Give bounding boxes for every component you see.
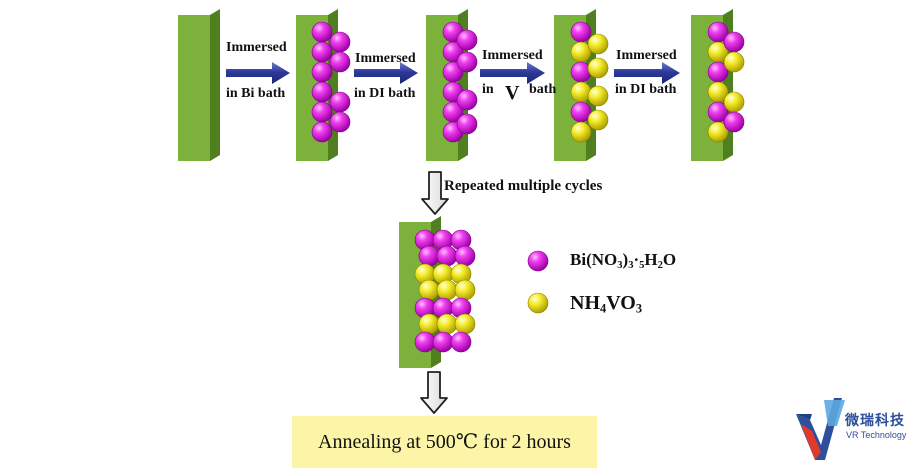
legend-bi-sphere	[527, 250, 549, 272]
plate5-outer-v-sphere	[723, 91, 745, 113]
step-3-label-line2: in	[482, 82, 494, 97]
plate4-outer-v-sphere	[587, 33, 609, 55]
plate2-outer-bi-sphere	[329, 31, 351, 53]
vr-technology-logo-icon	[796, 398, 845, 460]
plate5-inner-v-sphere	[707, 121, 729, 143]
annealing-box: Annealing at 500℃ for 2 hours	[292, 416, 597, 468]
plate4-outer-v-sphere	[587, 109, 609, 131]
plate2-inner-bi-sphere	[311, 121, 333, 143]
final-layer-v-sphere	[454, 313, 476, 335]
plate3-outer-bi-sphere	[456, 89, 478, 111]
plate4-inner-bi-sphere	[570, 61, 592, 83]
final-layer-v-sphere	[418, 313, 440, 335]
legend-nh4vo3-label: NH4VO3	[570, 292, 643, 316]
step-4-label-line2: in DI bath	[615, 82, 677, 97]
logo-name: 微瑞科技	[845, 413, 905, 429]
substrate-plate-1	[178, 9, 220, 161]
step-3-label-line1: Immersed	[482, 48, 543, 63]
plate5-outer-bi-sphere	[723, 111, 745, 133]
plate4-inner-v-sphere	[570, 121, 592, 143]
down-arrow-anneal	[420, 371, 448, 414]
plate2-outer-bi-sphere	[329, 51, 351, 73]
final-layer-bi-sphere	[432, 331, 454, 353]
plate3-outer-bi-sphere	[456, 29, 478, 51]
plate4-inner-bi-sphere	[570, 21, 592, 43]
plate2-inner-bi-sphere	[311, 101, 333, 123]
plate2-outer-bi-sphere	[329, 91, 351, 113]
plate4-inner-v-sphere	[570, 81, 592, 103]
plate3-outer-bi-sphere	[456, 113, 478, 135]
final-layer-bi-sphere	[418, 245, 440, 267]
plate4-outer-v-sphere	[587, 85, 609, 107]
annealing-label: Annealing at 500℃ for 2 hours	[318, 431, 571, 453]
final-layer-bi-sphere	[450, 331, 472, 353]
final-layer-v-sphere	[454, 279, 476, 301]
logo-subtitle: VR Technology	[846, 430, 907, 440]
down-arrow-repeat	[421, 171, 449, 215]
legend-bi-label: Bi(NO3)3·5H2O	[570, 250, 677, 271]
step-1-label-line1: Immersed	[226, 40, 287, 55]
step-1-label-line2: in Bi bath	[226, 86, 286, 101]
final-layer-v-sphere	[436, 313, 458, 335]
arrow-to-di-bath-1	[354, 62, 418, 84]
plate5-outer-v-sphere	[723, 51, 745, 73]
step-4-label-line1: Immersed	[616, 48, 677, 63]
arrow-to-v-bath	[480, 62, 545, 84]
step-3-v-letter: V	[505, 82, 520, 104]
arrow-to-di-bath-2	[614, 62, 680, 84]
repeat-cycles-label: Repeated multiple cycles	[444, 178, 603, 194]
final-layer-bi-sphere	[414, 331, 436, 353]
plate2-inner-bi-sphere	[311, 21, 333, 43]
final-layer-v-sphere	[436, 279, 458, 301]
final-layer-bi-sphere	[454, 245, 476, 267]
arrow-to-bi-bath	[226, 62, 290, 84]
plate5-outer-bi-sphere	[723, 31, 745, 53]
plate2-inner-bi-sphere	[311, 41, 333, 63]
final-layer-v-sphere	[418, 279, 440, 301]
step-3-label-line2-tail: bath	[529, 82, 557, 97]
step-2-label-line1: Immersed	[355, 51, 416, 66]
legend-v-sphere	[527, 292, 549, 314]
plate2-inner-bi-sphere	[311, 81, 333, 103]
plate3-outer-bi-sphere	[456, 51, 478, 73]
plate2-inner-bi-sphere	[311, 61, 333, 83]
step-2-label-line2: in DI bath	[354, 86, 416, 101]
final-layer-bi-sphere	[436, 245, 458, 267]
precursor-spheres	[311, 21, 745, 353]
plate2-outer-bi-sphere	[329, 111, 351, 133]
plate4-outer-v-sphere	[587, 57, 609, 79]
process-arrows	[226, 62, 680, 84]
